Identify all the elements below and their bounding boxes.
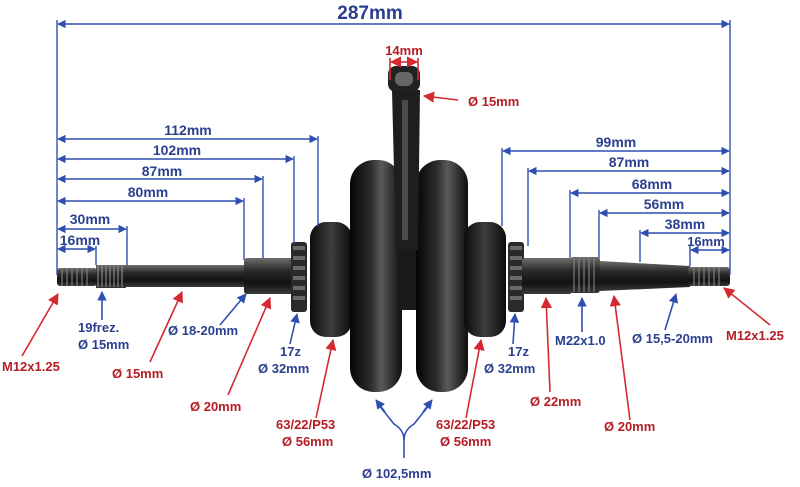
dim-left-80-label: 80mm bbox=[128, 184, 168, 200]
dim-left-102-label: 102mm bbox=[153, 142, 201, 158]
dim-left-16-label: 16mm bbox=[60, 232, 100, 248]
left-bearing bbox=[310, 222, 352, 337]
dim-left-112-label: 112mm bbox=[164, 122, 211, 138]
left-flywheel bbox=[350, 160, 402, 392]
shaft-20-right-label: Ø 20mm bbox=[604, 419, 655, 434]
sprocket-left-label-line1: 17z bbox=[280, 344, 301, 359]
callout-arrows bbox=[21, 91, 771, 458]
dim-left-30-label: 30mm bbox=[70, 211, 110, 227]
left-thread-label: M12x1.25 bbox=[2, 359, 60, 374]
sprocket-right-label-line1: 17z bbox=[508, 344, 529, 359]
left-shaft bbox=[125, 265, 245, 287]
dimension-labels: 287mm 14mm 112mm 102mm 87mm 80mm 30mm 16… bbox=[60, 3, 725, 249]
shaft-20-label: Ø 20mm bbox=[190, 399, 241, 414]
bearing-right-label-line1: 63/22/P53 bbox=[436, 417, 495, 432]
right-flywheel bbox=[416, 160, 468, 392]
right-taper bbox=[600, 261, 690, 291]
dim-left-87-label: 87mm bbox=[142, 163, 182, 179]
crankshaft bbox=[57, 66, 730, 392]
dim-right-38-label: 38mm bbox=[665, 216, 705, 232]
shaft-22-label: Ø 22mm bbox=[530, 394, 581, 409]
right-bearing bbox=[464, 222, 506, 337]
sprocket-right-label-line2: Ø 32mm bbox=[484, 361, 535, 376]
right-shaft bbox=[522, 258, 572, 294]
dim-right-56-label: 56mm bbox=[644, 196, 684, 212]
flywheel-bracket bbox=[377, 403, 405, 458]
shaft-18-20-label: Ø 18-20mm bbox=[168, 323, 238, 338]
dimension-lines bbox=[56, 19, 731, 275]
connecting-rod bbox=[388, 66, 420, 250]
dim-right-68-label: 68mm bbox=[632, 176, 672, 192]
dim-overall-label: 287mm bbox=[337, 3, 403, 24]
rod-pin-label: Ø 15mm bbox=[468, 94, 519, 109]
right-thread-m22 bbox=[570, 257, 600, 293]
bearing-right-label-line2: Ø 56mm bbox=[440, 434, 491, 449]
thread-m22-label: M22x1.0 bbox=[555, 333, 606, 348]
dim-right-87-label: 87mm bbox=[609, 154, 649, 170]
shaft-15-label: Ø 15mm bbox=[112, 366, 163, 381]
spline-label-line2: Ø 15mm bbox=[78, 337, 129, 352]
taper-label: Ø 15,5-20mm bbox=[632, 331, 713, 346]
dim-rod-width-label: 14mm bbox=[385, 43, 423, 58]
flywheel-label: Ø 102,5mm bbox=[362, 466, 431, 481]
right-thread-label: M12x1.25 bbox=[726, 328, 784, 343]
spline-label-line1: 19frez. bbox=[78, 320, 119, 335]
rod-width-dimension bbox=[389, 56, 419, 80]
dim-right-99-label: 99mm bbox=[596, 134, 636, 150]
bearing-left-label-line2: Ø 56mm bbox=[282, 434, 333, 449]
dim-right-16-label: 16mm bbox=[687, 234, 725, 249]
bearing-left-label-line1: 63/22/P53 bbox=[276, 417, 335, 432]
callout-labels: Ø 15mm M12x1.25 19frez. Ø 15mm Ø 15mm Ø … bbox=[2, 94, 784, 481]
sprocket-left-label-line2: Ø 32mm bbox=[258, 361, 309, 376]
